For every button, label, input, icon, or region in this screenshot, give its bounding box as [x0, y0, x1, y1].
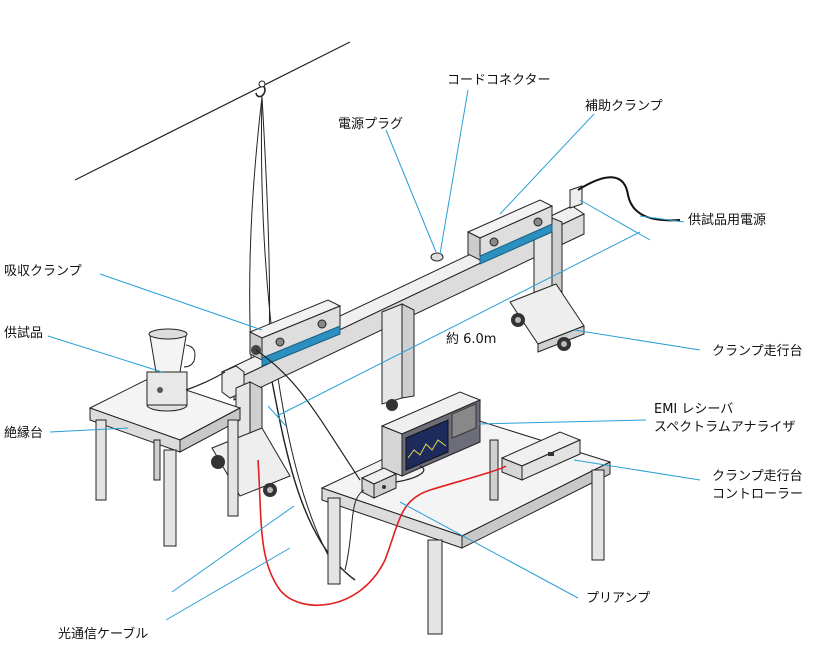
- equipment-table-edge: [461, 461, 611, 549]
- absorbing-clamp-base: [261, 325, 341, 367]
- clamp-knob: [317, 319, 327, 329]
- label-emi-receiver-1: EMI レシーバ: [654, 402, 734, 417]
- table-leg: [163, 449, 177, 547]
- leader-clamp-carriage: [573, 329, 701, 351]
- spectrum-trace: [407, 439, 447, 459]
- hook-icon: [255, 83, 266, 98]
- label-absorbing-clamp: 吸収クランプ: [4, 264, 82, 279]
- label-insulating-table: 絶縁台: [4, 426, 44, 441]
- caster-hub: [561, 341, 567, 347]
- blender-jar: [149, 335, 187, 373]
- label-power-plug: 電源プラグ: [338, 117, 404, 132]
- leader-optical-cable: [171, 505, 295, 593]
- distance-tick: [267, 405, 287, 427]
- leader-preamp: [399, 501, 579, 599]
- clamp-connector: [251, 345, 261, 355]
- table-leg: [327, 497, 341, 585]
- leader-emi-receiver: [477, 419, 647, 425]
- controller-display: [548, 452, 554, 456]
- preamp-port: [382, 485, 386, 489]
- leader-eut: [47, 335, 163, 373]
- table-leg: [591, 469, 605, 561]
- leader-eut-power: [639, 215, 685, 223]
- table-leg: [427, 539, 443, 635]
- aux-clamp-base: [479, 223, 553, 265]
- caster-wheel: [211, 455, 225, 469]
- caster-hub: [267, 487, 273, 493]
- blender-handle: [183, 344, 196, 368]
- eut-power-cable: [185, 371, 226, 391]
- clamp-knob: [489, 237, 499, 247]
- signal-cable: [344, 489, 365, 571]
- label-aux-clamp: 補助クランプ: [585, 99, 663, 114]
- eut-power-cord: [577, 176, 681, 222]
- label-preamp: プリアンプ: [586, 591, 651, 606]
- leader-power-plug: [385, 129, 437, 253]
- signal-cable: [255, 349, 361, 481]
- label-distance: 約 6.0m: [446, 332, 497, 347]
- clamp-knob: [533, 217, 543, 227]
- leader-lines: [47, 89, 701, 621]
- label-cord-connector: コードコネクター: [447, 73, 551, 88]
- leader-insulating-table: [49, 427, 129, 433]
- leader-aux-clamp: [499, 113, 595, 215]
- optical-fiber-cable: [257, 459, 507, 607]
- label-controller-1: クランプ走行台: [712, 469, 803, 484]
- controller-front: [521, 439, 581, 481]
- label-emi-receiver-2: スペクトラムアナライザ: [654, 420, 796, 435]
- label-eut: 供試品: [4, 326, 44, 341]
- caster-wheel: [386, 399, 398, 411]
- leader-cord-connector: [439, 89, 469, 255]
- receiver-keypad: [451, 403, 477, 439]
- caster-hub: [515, 317, 521, 323]
- blender-button: [157, 387, 163, 393]
- table-leg: [227, 419, 239, 517]
- cord-connector-part: [430, 252, 444, 262]
- ceiling-line: [74, 41, 351, 181]
- label-controller-2: コントローラー: [712, 487, 804, 502]
- rail-leg-mid-side: [401, 303, 415, 399]
- leader-controller: [573, 459, 701, 481]
- clamp-knob: [275, 337, 285, 347]
- distance-dimension-line: [276, 231, 641, 417]
- distance-tick: [579, 199, 651, 241]
- blender-motor: [146, 371, 188, 406]
- label-optical-cable: 光通信ケーブル: [58, 627, 149, 642]
- hook-ring: [258, 80, 266, 88]
- leader-optical-cable: [165, 547, 291, 621]
- signal-cable: [395, 465, 425, 483]
- leader-absorbing-clamp: [99, 273, 263, 331]
- label-eut-power: 供試品用電源: [688, 213, 767, 228]
- rail-end-bracket: [569, 185, 583, 209]
- insulating-table-edge: [179, 407, 241, 453]
- label-clamp-carriage: クランプ走行台: [712, 344, 803, 359]
- table-leg-back: [153, 439, 161, 481]
- blender-lid: [148, 328, 188, 340]
- table-leg: [95, 419, 107, 501]
